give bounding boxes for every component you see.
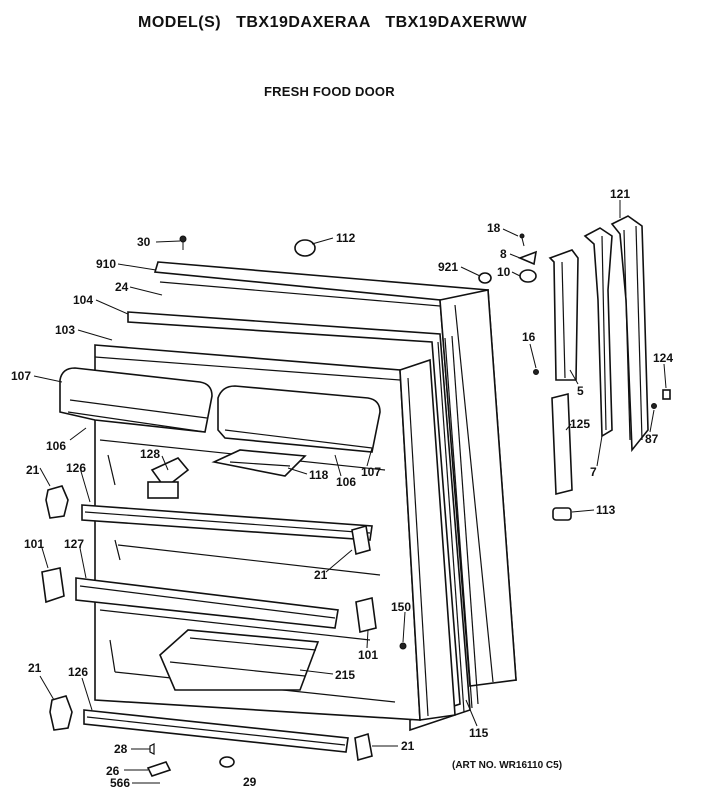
callout-125: 125 (570, 417, 590, 431)
callout-113: 113 (596, 503, 616, 517)
bracket-8 (517, 250, 538, 266)
handle-bracket-5 (548, 249, 579, 381)
callout-26: 26 (106, 764, 120, 778)
bushing-10 (519, 269, 537, 283)
clip-28 (149, 743, 155, 755)
callout-121: 121 (610, 187, 630, 201)
callout-106-left: 106 (46, 439, 66, 453)
section-title: FRESH FOOD DOOR (264, 84, 395, 99)
handle-7 (583, 227, 613, 438)
callout-150: 150 (391, 600, 411, 614)
callout-107-left: 107 (11, 369, 31, 383)
callout-126-lower: 126 (68, 665, 88, 679)
callout-103: 103 (55, 323, 75, 337)
callout-215: 215 (335, 668, 355, 682)
leader-lines (33, 200, 667, 784)
plate-26 (146, 761, 172, 777)
bushing-113 (552, 507, 572, 521)
shelf-bar-upper (81, 504, 373, 541)
art-number: (ART NO. WR16110 C5) (452, 760, 563, 771)
callout-21-upper-left: 21 (26, 463, 40, 477)
butter-panel (147, 457, 190, 499)
plug-112 (294, 239, 316, 257)
shelf-bar-middle (75, 577, 339, 629)
callout-labels: 30 112 910 24 104 103 107 106 128 118 10… (11, 187, 673, 790)
shelf-end-bracket-21-a (45, 485, 69, 519)
callout-18: 18 (487, 221, 501, 235)
screw-150 (399, 642, 407, 650)
callout-21-lower-left: 21 (28, 661, 42, 675)
callout-124: 124 (653, 351, 673, 365)
dairy-door-right (217, 385, 381, 453)
callout-5: 5 (577, 384, 584, 398)
callout-910: 910 (96, 257, 116, 271)
screw-16 (533, 369, 539, 375)
handle-cap-125 (551, 392, 573, 496)
callout-566: 566 (110, 776, 130, 790)
shelf-end-bracket-101-a (41, 567, 65, 604)
screw-87 (651, 403, 657, 409)
shelf-end-bracket-21-c (49, 695, 73, 731)
callout-29: 29 (243, 775, 257, 789)
callout-126-upper: 126 (66, 461, 86, 475)
callout-128: 128 (140, 447, 160, 461)
callout-21-lower-right: 21 (401, 739, 415, 753)
callout-21-middle: 21 (314, 568, 328, 582)
dairy-door-left (59, 367, 213, 433)
callout-16: 16 (522, 330, 536, 344)
callout-118: 118 (309, 468, 329, 482)
callout-106-right: 106 (336, 475, 356, 489)
callout-107-right: 107 (361, 465, 381, 479)
shelf-bar-lower (83, 709, 349, 753)
callout-101-left: 101 (24, 537, 44, 551)
callout-921: 921 (438, 260, 458, 274)
callout-115: 115 (469, 726, 489, 740)
model-number-1: TBX19DAXERAA (236, 14, 371, 31)
callout-8: 8 (500, 247, 507, 261)
callout-30: 30 (137, 235, 151, 249)
door-bin (159, 629, 320, 691)
model-number-2: TBX19DAXERWW (385, 14, 528, 31)
handle-121 (610, 215, 649, 453)
screw-30 (179, 235, 187, 250)
callout-87: 87 (645, 432, 659, 446)
callout-112: 112 (336, 231, 356, 245)
callout-101-right: 101 (358, 648, 378, 662)
callout-28: 28 (114, 742, 128, 756)
egg-tray (211, 449, 307, 477)
shelf-end-bracket-101-b (355, 597, 377, 633)
model-header: MODEL(S) TBX19DAXERAA TBX19DAXERWW (138, 14, 527, 32)
callout-7: 7 (590, 465, 597, 479)
callout-24: 24 (115, 280, 129, 294)
screw-18 (519, 233, 525, 247)
callout-10: 10 (497, 265, 511, 279)
cap-921 (478, 272, 492, 284)
shelf-end-bracket-21-b (351, 524, 371, 556)
shelf-end-bracket-21-d (354, 732, 373, 762)
callout-127: 127 (64, 537, 84, 551)
callout-104: 104 (73, 293, 93, 307)
cap-29 (219, 756, 235, 768)
cap-124 (662, 389, 671, 400)
model-prefix: MODEL(S) (138, 14, 222, 31)
